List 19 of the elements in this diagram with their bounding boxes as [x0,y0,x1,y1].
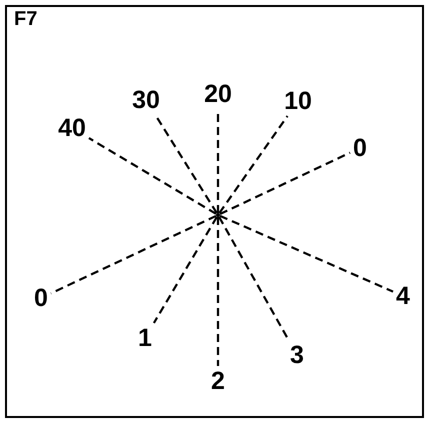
scale-number: 4 [393,281,413,311]
scale-number: 10 [281,86,315,116]
scale-number: 0 [350,133,370,163]
scale-number: 40 [55,113,89,143]
dashed-line [50,214,216,294]
scale-number: 3 [287,340,307,370]
dashed-line [216,217,220,366]
scale-number: 20 [201,79,235,109]
scale-number: 0 [31,283,51,313]
dashed-line [220,214,394,293]
panel-title: F7 [14,8,38,30]
dashed-line [218,115,288,214]
dashed-line [152,216,218,324]
dashed-line [220,152,351,216]
dashed-line [88,137,217,215]
scale-number: 2 [208,366,228,396]
center-point [216,213,220,217]
scale-number: 30 [129,85,163,115]
scale-number: 1 [135,323,155,353]
